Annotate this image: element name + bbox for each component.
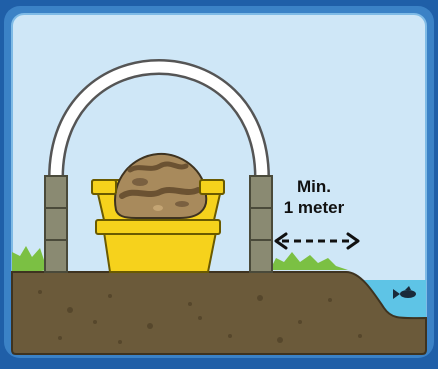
- bin-rim-left: [92, 180, 116, 194]
- soil: [12, 272, 426, 354]
- bin-rim-right: [200, 180, 224, 194]
- pillar-left: [45, 176, 67, 272]
- distance-label-line2: 1 meter: [266, 197, 362, 218]
- distance-label: Min. 1 meter: [266, 176, 362, 218]
- distance-label-line1: Min.: [266, 176, 362, 197]
